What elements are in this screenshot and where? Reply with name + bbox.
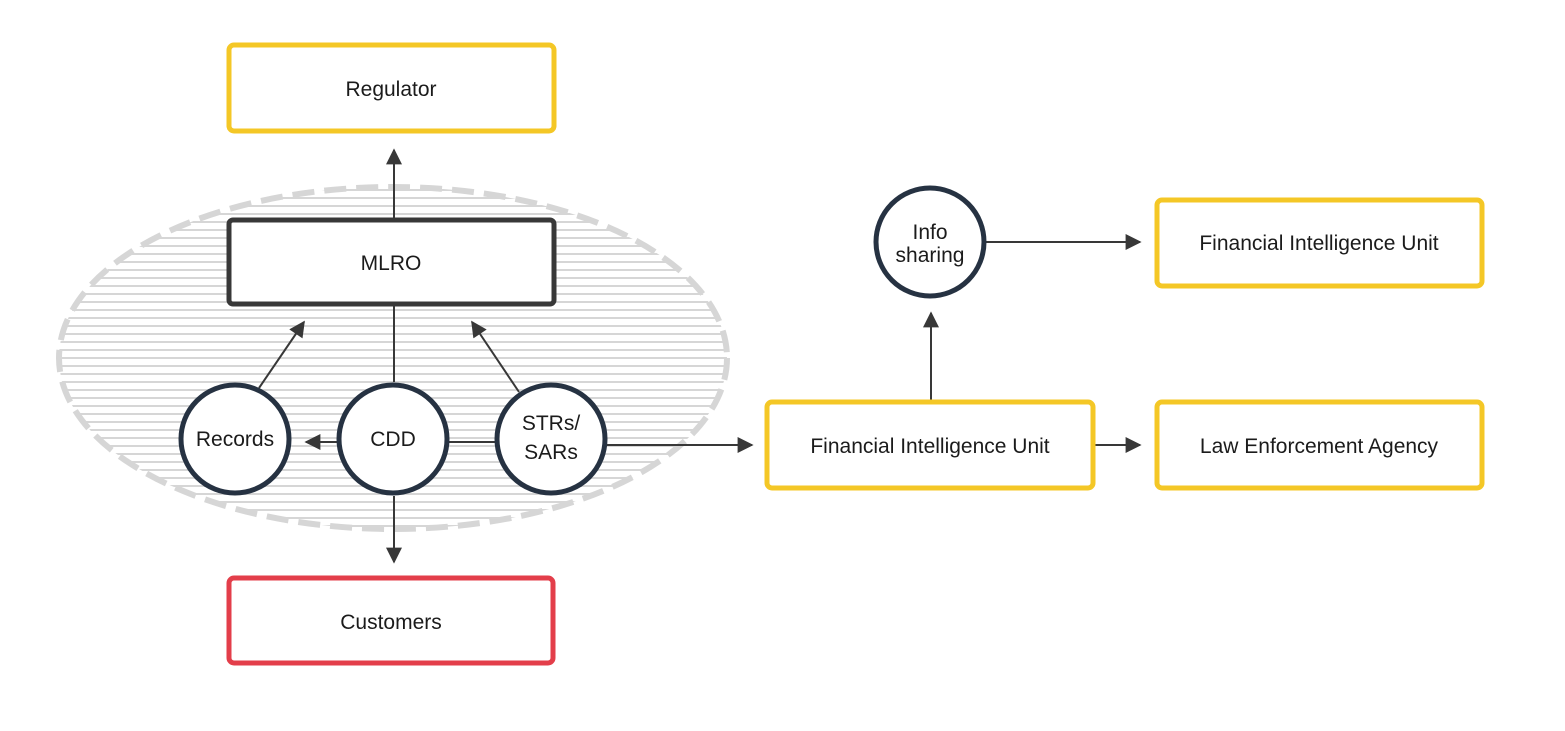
regulator-label: Regulator [345,78,436,101]
customers-label: Customers [340,611,442,634]
lea-label: Law Enforcement Agency [1200,435,1439,458]
fiu-main-label: Financial Intelligence Unit [810,435,1049,458]
cdd-label: CDD [370,428,416,451]
arrow-records-to-mlro [258,320,305,389]
strs-label-line1: STRs/ [522,412,581,435]
fiu-top-box: Financial Intelligence Unit [1154,197,1485,289]
fiu-top-label: Financial Intelligence Unit [1199,232,1438,255]
records-circle: Records [178,382,292,496]
info-sharing-circle: Info sharing [873,185,987,299]
strs-label-line2: SARs [524,441,578,464]
info-sharing-label-line1: Info [912,221,947,244]
customers-box: Customers [226,575,556,666]
mlro-box: MLRO [226,217,557,307]
regulator-box: Regulator [226,42,557,134]
fiu-main-box: Financial Intelligence Unit [764,399,1096,491]
lea-box: Law Enforcement Agency [1154,399,1485,491]
records-label: Records [196,428,274,451]
strs-sars-circle: STRs/ SARs [494,382,608,496]
connectors [258,148,1142,564]
info-sharing-label-line2: sharing [896,244,965,267]
arrow-strs-to-mlro [471,320,520,393]
cdd-circle: CDD [336,382,450,496]
mlro-label: MLRO [361,252,422,275]
